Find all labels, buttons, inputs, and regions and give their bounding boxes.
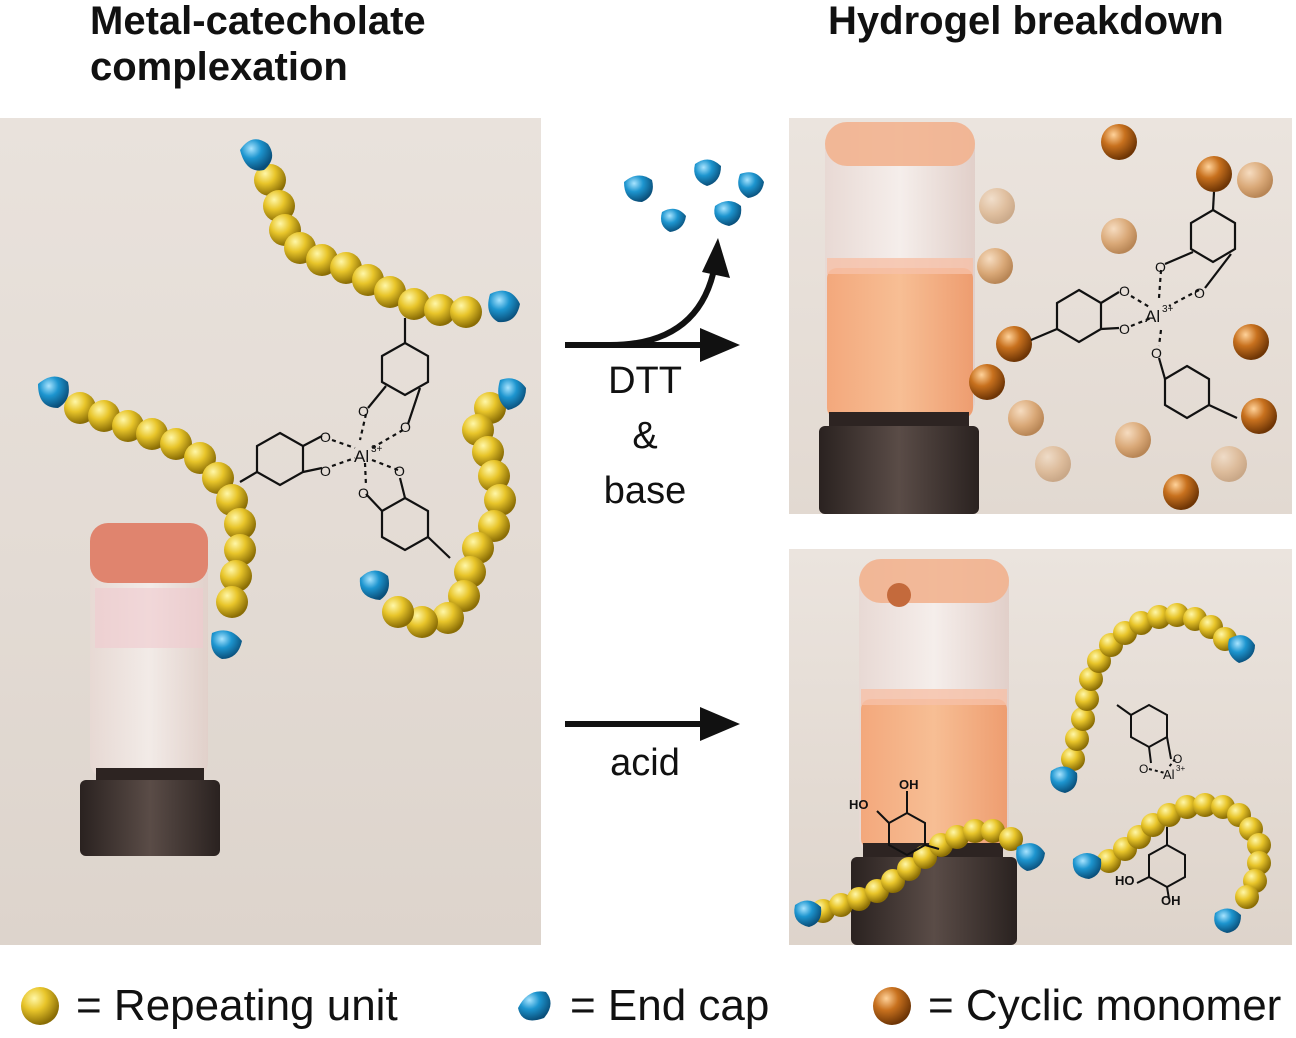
metal-charge-label: 3+ — [1162, 304, 1174, 315]
complexation-illustration: O O O O O O Al 3+ — [38, 139, 526, 856]
acid-dissociation-illustration: O O Al 3+ OH HO HO OH — [794, 559, 1271, 945]
end-cap — [794, 900, 822, 927]
end-cap — [1050, 766, 1078, 793]
legend-label: = Repeating unit — [76, 981, 398, 1030]
oxygen-label: O — [358, 485, 369, 501]
aluminium-catecholate-complex — [239, 318, 451, 559]
vial-liquid — [851, 559, 1017, 945]
end-cap — [1214, 908, 1241, 933]
oxygen-label: O — [320, 463, 331, 479]
released-end-caps — [624, 159, 764, 232]
hydroxyl-label: OH — [899, 777, 919, 792]
panel-complexation-photo: O O O O O O Al 3+ — [0, 118, 541, 945]
end-cap — [1016, 843, 1045, 871]
end-cap — [240, 139, 273, 171]
metal-ion-label: Al — [1145, 307, 1160, 326]
oxygen-label: O — [320, 429, 331, 445]
end-cap — [498, 378, 526, 410]
catechol-structures — [876, 703, 1186, 900]
end-cap — [1228, 635, 1255, 663]
oxygen-label: O — [1194, 285, 1205, 301]
polymer-chain-lower — [1097, 793, 1271, 909]
end-cap — [38, 376, 69, 408]
oxygen-label: O — [1139, 762, 1148, 776]
polymer-chain-left — [64, 392, 256, 618]
legend-label: = End cap — [570, 981, 770, 1030]
blue-cap-icon — [518, 991, 551, 1021]
arrow-dtt-base — [565, 264, 718, 348]
polymer-chain-right — [382, 392, 516, 638]
hydroxyl-label: HO — [1115, 873, 1135, 888]
catechol-labels: O O Al 3+ OH HO HO OH — [849, 752, 1185, 908]
cyclic-monomers — [969, 124, 1277, 510]
metal-charge-label: 3+ — [371, 444, 383, 455]
aluminium-catecholate-complex — [1030, 191, 1238, 420]
end-cap — [488, 290, 520, 323]
end-cap — [359, 570, 389, 600]
oxygen-label: O — [358, 403, 369, 419]
vial-liquid — [819, 122, 979, 514]
polymer-chain-top — [254, 164, 482, 328]
panel-acid-dissociation-photo: O O Al 3+ OH HO HO OH — [789, 549, 1292, 945]
polymer-chain-upper — [1061, 603, 1237, 771]
reagent-base: base — [603, 470, 687, 512]
legend-repeating-unit: = Repeating unit — [18, 978, 398, 1034]
hydroxyl-label: HO — [849, 797, 869, 812]
oxygen-label: O — [1173, 752, 1182, 766]
polymer-chain-front — [811, 819, 1023, 923]
complex-atom-labels: O O O O O Al 3+ — [1119, 259, 1205, 361]
panel-depolymerization-photo: O O O O O Al 3+ — [789, 118, 1292, 514]
reagent-ampersand: & — [632, 415, 658, 457]
end-cap — [1072, 853, 1102, 879]
yellow-bead-icon — [21, 987, 59, 1025]
vial-inverted-gel — [80, 523, 220, 856]
oxygen-label: O — [1155, 259, 1166, 275]
oxygen-label: O — [400, 419, 411, 435]
hydroxyl-label: OH — [1161, 893, 1181, 908]
metal-ion-label: Al — [354, 447, 369, 466]
depolymerization-illustration: O O O O O Al 3+ — [819, 122, 1277, 514]
metal-ion-label: Al — [1163, 767, 1175, 782]
arrow-head — [700, 707, 740, 741]
oxygen-label: O — [394, 463, 405, 479]
orange-sphere-icon — [873, 987, 911, 1025]
reagent-dtt: DTT — [608, 360, 682, 402]
title-metal-catecholate: Metal-catecholate complexation — [90, 0, 426, 89]
legend-label: = Cyclic monomer — [928, 981, 1282, 1030]
legend-cyclic-monomer: = Cyclic monomer — [870, 978, 1281, 1034]
arrow-head — [702, 238, 730, 278]
complex-atom-labels: O O O O O O Al 3+ — [320, 403, 411, 501]
oxygen-label: O — [1119, 283, 1130, 299]
oxygen-label: O — [1119, 321, 1130, 337]
title-hydrogel-breakdown: Hydrogel breakdown — [828, 0, 1224, 43]
arrow-head — [700, 328, 740, 362]
legend-end-cap: = End cap — [512, 978, 769, 1034]
metal-charge-label: 3+ — [1176, 764, 1185, 773]
end-cap — [211, 630, 242, 659]
oxygen-label: O — [1151, 345, 1162, 361]
reagent-acid: acid — [610, 742, 680, 784]
